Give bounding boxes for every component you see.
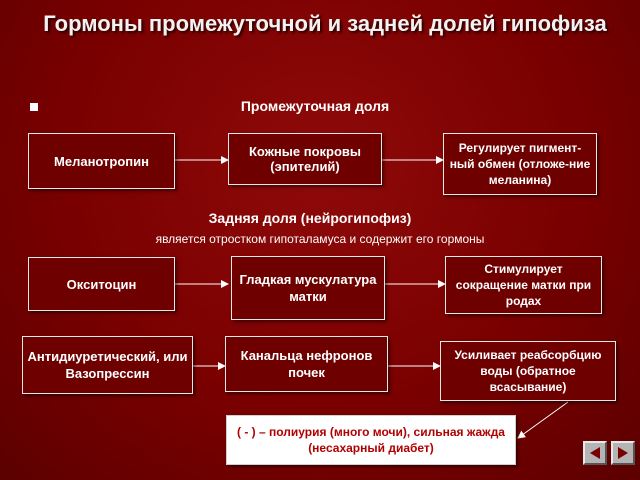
forward-button[interactable]	[611, 441, 635, 465]
page-title: Гормоны промежуточной и задней долей гип…	[43, 11, 607, 36]
posterior-lobe-heading: Задняя доля (нейрогипофиз)	[208, 210, 412, 226]
vasopressin-box: Антидиуретический, или Вазопрессин	[22, 336, 193, 394]
deficiency-box: ( - ) – полиурия (много мочи), сильная ж…	[226, 415, 516, 465]
back-triangle-icon	[590, 447, 600, 459]
posterior-lobe-note: является отростком гипоталамуса и содерж…	[155, 232, 485, 246]
bullet-square-icon	[30, 103, 38, 111]
oxytocin-box: Окситоцин	[28, 257, 175, 311]
smooth-muscle-box: Гладкая мускулатура матки	[231, 256, 385, 320]
arrow-reabsorption-to-deficiency	[517, 401, 569, 439]
skin-target-box: Кожные покровы (эпителий)	[228, 133, 382, 185]
forward-triangle-icon	[618, 447, 628, 459]
reabsorption-effect-box: Усиливает реабсорбцию воды (обратное вса…	[440, 341, 616, 401]
back-button[interactable]	[583, 441, 607, 465]
contraction-effect-box: Стимулирует сокращение матки при родах	[445, 256, 602, 314]
intermediate-lobe-heading: Промежуточная доля	[240, 98, 390, 114]
kidney-tubules-box: Канальца нефронов почек	[225, 336, 388, 392]
melanotropin-box: Меланотропин	[28, 133, 175, 189]
pigment-effect-box: Регулирует пигмент-ный обмен (отложе-ние…	[443, 133, 597, 195]
